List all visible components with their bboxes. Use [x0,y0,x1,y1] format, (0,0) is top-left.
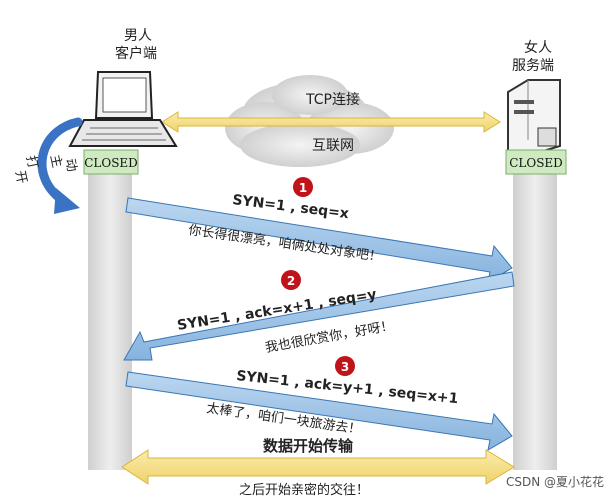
handshake-3-badge [335,356,355,376]
handshake-2-number: 2 [287,274,295,288]
handshake-1-number: 1 [299,181,307,195]
active-open-char-3: 打 [23,154,40,170]
server-label-line1: 女人 [524,39,552,56]
watermark: CSDN @夏小花花 [506,474,604,489]
active-open-char-4: 开 [12,169,29,185]
handshake-3-arrow [125,371,513,451]
server-state-box [505,149,567,175]
client-state-box [83,149,139,175]
internet-cloud [225,75,394,167]
network-top-label: TCP连接 [305,91,360,108]
active-open-char-1: 主 [47,153,64,169]
tcp-connection-arrow [161,111,501,133]
server-lane [513,160,557,470]
active-open-char-2: 动 [62,157,79,173]
handshake-2-badge [281,270,301,290]
server-icon [507,79,561,153]
handshake-2-arrow [123,271,515,361]
data-transfer-caption: 之后开始亲密的交往！ [239,482,369,498]
laptop-icon [68,71,178,147]
handshake-3-number: 3 [341,360,349,374]
data-transfer-title: 数据开始传输 [263,437,354,455]
data-transfer-arrow [121,449,515,485]
handshake-1-badge [293,177,313,197]
client-label-line2: 客户端 [115,45,157,62]
network-bottom-label: 互联网 [312,138,354,154]
server-state-label: CLOSED [509,156,563,170]
client-lane [88,160,132,470]
client-label-line1: 男人 [124,28,152,44]
active-open-arrow [37,117,83,214]
client-state-label: CLOSED [84,156,138,170]
server-label-line2: 服务端 [512,58,554,74]
